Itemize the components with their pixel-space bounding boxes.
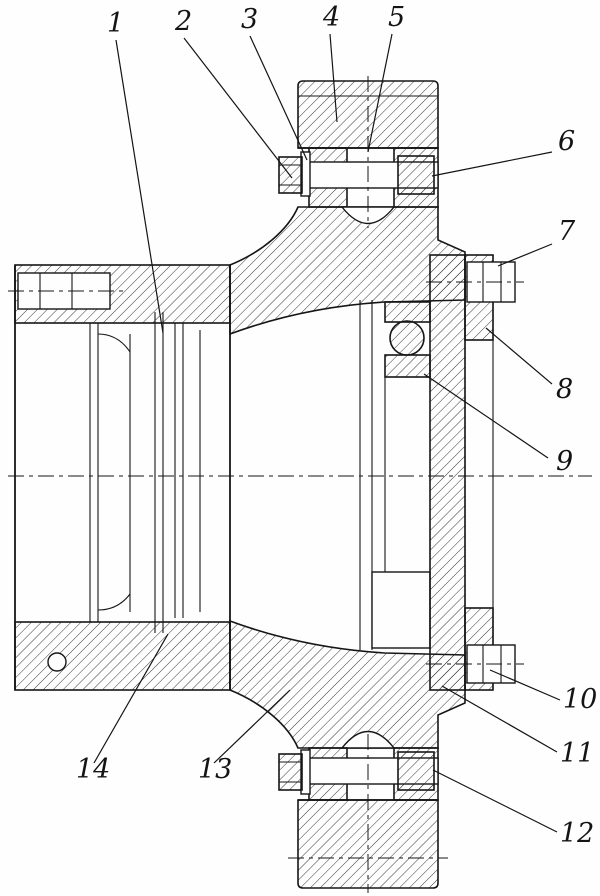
ball-bearing [384,301,431,378]
callout-label-2: 2 [174,6,192,37]
drum-bottom-band [14,621,231,691]
left-drum [14,264,231,691]
callout-label-4: 4 [322,2,340,33]
flange-plate [429,254,466,691]
callout-label-7: 7 [558,216,576,247]
callout-label-14: 14 [76,754,110,785]
bearing-inner-ring [384,354,431,378]
callout-leader-4 [329,33,338,123]
callout-label-3: 3 [241,4,258,35]
left-fitting [17,272,111,310]
callout-leader-12 [432,769,558,833]
bearing-outer-ring [384,301,431,323]
callout-label-11: 11 [560,738,594,769]
upper-web [229,206,466,336]
bottom-bolt-head [278,753,303,791]
callout-leader-13 [213,689,291,764]
callout-leader-1 [115,39,164,334]
spindle-pocket [371,571,431,649]
callout-leader-8 [485,327,553,385]
center-spindle [359,300,431,650]
callout-label-5: 5 [388,2,405,33]
callout-leader-2 [183,37,293,179]
callout-leader-11 [441,685,558,753]
callout-label-10: 10 [563,684,597,715]
drum-lug-hole [47,652,67,672]
callout-label-13: 13 [198,754,232,785]
top-nut [397,155,435,195]
right-flange [429,254,516,691]
callout-label-12: 12 [560,818,594,849]
callout-leader-9 [423,373,549,459]
bottom-nut [397,751,435,791]
callout-label-8: 8 [556,374,573,405]
callout-label-6: 6 [558,126,575,157]
bottom-pulley-rim [297,799,439,889]
callout-label-1: 1 [107,8,124,39]
bearing-ball [389,320,425,356]
callout-leader-14 [93,633,169,764]
top-bolt-assembly [278,147,439,208]
bottom-bolt-assembly [278,747,439,801]
callout-label-9: 9 [556,446,573,477]
callout-leader-3 [249,35,308,161]
top-bolt-head [278,156,303,194]
callout-leader-7 [497,243,553,267]
upper-relief-arc [340,206,396,224]
callout-leader-5 [367,33,393,153]
callout-leader-10 [489,669,561,701]
callout-leader-6 [431,151,553,177]
